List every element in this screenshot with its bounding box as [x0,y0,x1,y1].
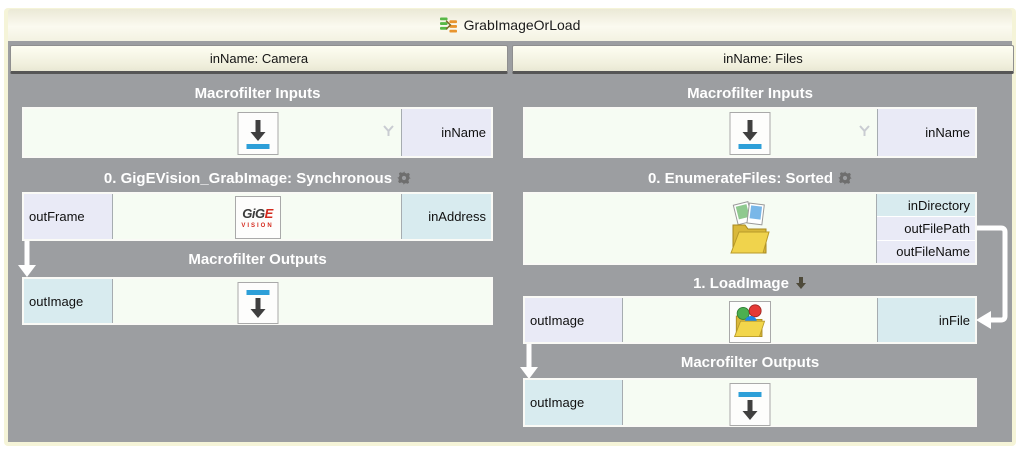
fork-icon [382,124,395,142]
fork-icon [858,124,871,142]
load-image-header-label: 1. LoadImage [693,274,789,292]
page-title: GrabImageOrLoad [463,17,581,33]
left-filter-header-label: 0. GigEVision_GrabImage: Synchronous [103,169,393,187]
right-macrofilter-outputs-block[interactable]: outImage [523,378,977,427]
port-outimage[interactable]: outImage [525,298,623,342]
left-macrofilter-outputs-header: Macrofilter Outputs [22,249,493,269]
port-outimage[interactable]: outImage [24,279,113,323]
macrofilter-icon [439,17,457,33]
output-port-icon [237,282,278,324]
port-outimage-label: outImage [29,293,84,309]
port-outimage[interactable]: outImage [525,380,623,425]
port-infile-label: inFile [938,312,970,328]
load-image-block[interactable]: outImage inFile [523,296,977,344]
load-image-icon [729,301,771,343]
right-macrofilter-inputs-header: Macrofilter Inputs [523,83,977,103]
gige-logo-text: GiG [242,206,265,221]
right-macrofilter-inputs-label: Macrofilter Inputs [687,84,813,102]
port-outfilepath[interactable]: outFilePath [877,216,975,240]
input-port-icon [237,112,278,155]
load-image-header: 1. LoadImage [523,273,977,293]
expand-icon[interactable] [795,276,807,290]
port-indirectory-label: inDirectory [907,197,970,213]
enumerate-files-block[interactable]: inDirectory outFilePath outFileName [523,192,977,265]
title-bar: GrabImageOrLoad [8,9,1012,41]
connection-arrow-outframe-outimage [17,241,37,277]
gige-logo-e: E [264,206,274,221]
port-outimage-label: outImage [530,395,585,410]
right-macrofilter-inputs-block[interactable]: inName [523,107,977,158]
port-infile[interactable]: inFile [877,298,975,342]
left-filter-header: 0. GigEVision_GrabImage: Synchronous [22,168,493,188]
tab-camera-label: inName: Camera [209,51,309,66]
port-outimage-label: outImage [530,312,585,328]
port-outframe-label: outFrame [29,209,85,224]
port-inaddress-label: inAddress [428,209,486,224]
port-inaddress[interactable]: inAddress [401,194,491,239]
port-inname[interactable]: inName [401,109,491,156]
left-macrofilter-outputs-label: Macrofilter Outputs [188,250,327,268]
input-port-icon [729,112,771,155]
port-inname[interactable]: inName [877,109,975,156]
gige-logo-sub: VISION [241,223,274,229]
tab-files[interactable]: inName: Files [512,45,1014,74]
connection-wire-outfilepath-infile [976,225,1008,329]
connection-arrow-loadimage-outimage [519,344,539,379]
enumerate-files-icon [729,200,771,258]
port-outfilepath-label: outFilePath [904,220,970,236]
right-macrofilter-outputs-label: Macrofilter Outputs [680,353,820,371]
left-macrofilter-inputs-block[interactable]: inName [22,107,493,158]
port-outfilename-label: outFileName [896,244,970,260]
enumerate-files-port-stack: inDirectory outFilePath outFileName [876,194,975,263]
port-indirectory[interactable]: inDirectory [877,194,975,217]
enumerate-files-header: 0. EnumerateFiles: Sorted [523,168,977,188]
port-outframe[interactable]: outFrame [24,194,113,239]
port-inname-label: inName [925,125,970,140]
output-port-icon [729,383,771,426]
left-macrofilter-inputs-label: Macrofilter Inputs [194,84,321,102]
port-outfilename[interactable]: outFileName [877,239,975,263]
enumerate-files-header-label: 0. EnumerateFiles: Sorted [647,169,834,187]
right-macrofilter-outputs-header: Macrofilter Outputs [523,352,977,372]
left-macrofilter-inputs-header: Macrofilter Inputs [22,83,493,103]
gear-icon[interactable] [838,171,853,185]
gear-icon[interactable] [397,171,412,185]
gige-vision-logo: GiGE VISION [234,196,281,239]
left-macrofilter-outputs-block[interactable]: outImage [22,277,493,325]
tab-files-label: inName: Files [723,51,803,66]
gige-grabimage-block[interactable]: outFrame GiGE VISION inAddress [22,192,493,241]
port-inname-label: inName [441,125,486,140]
tab-camera[interactable]: inName: Camera [10,45,508,74]
